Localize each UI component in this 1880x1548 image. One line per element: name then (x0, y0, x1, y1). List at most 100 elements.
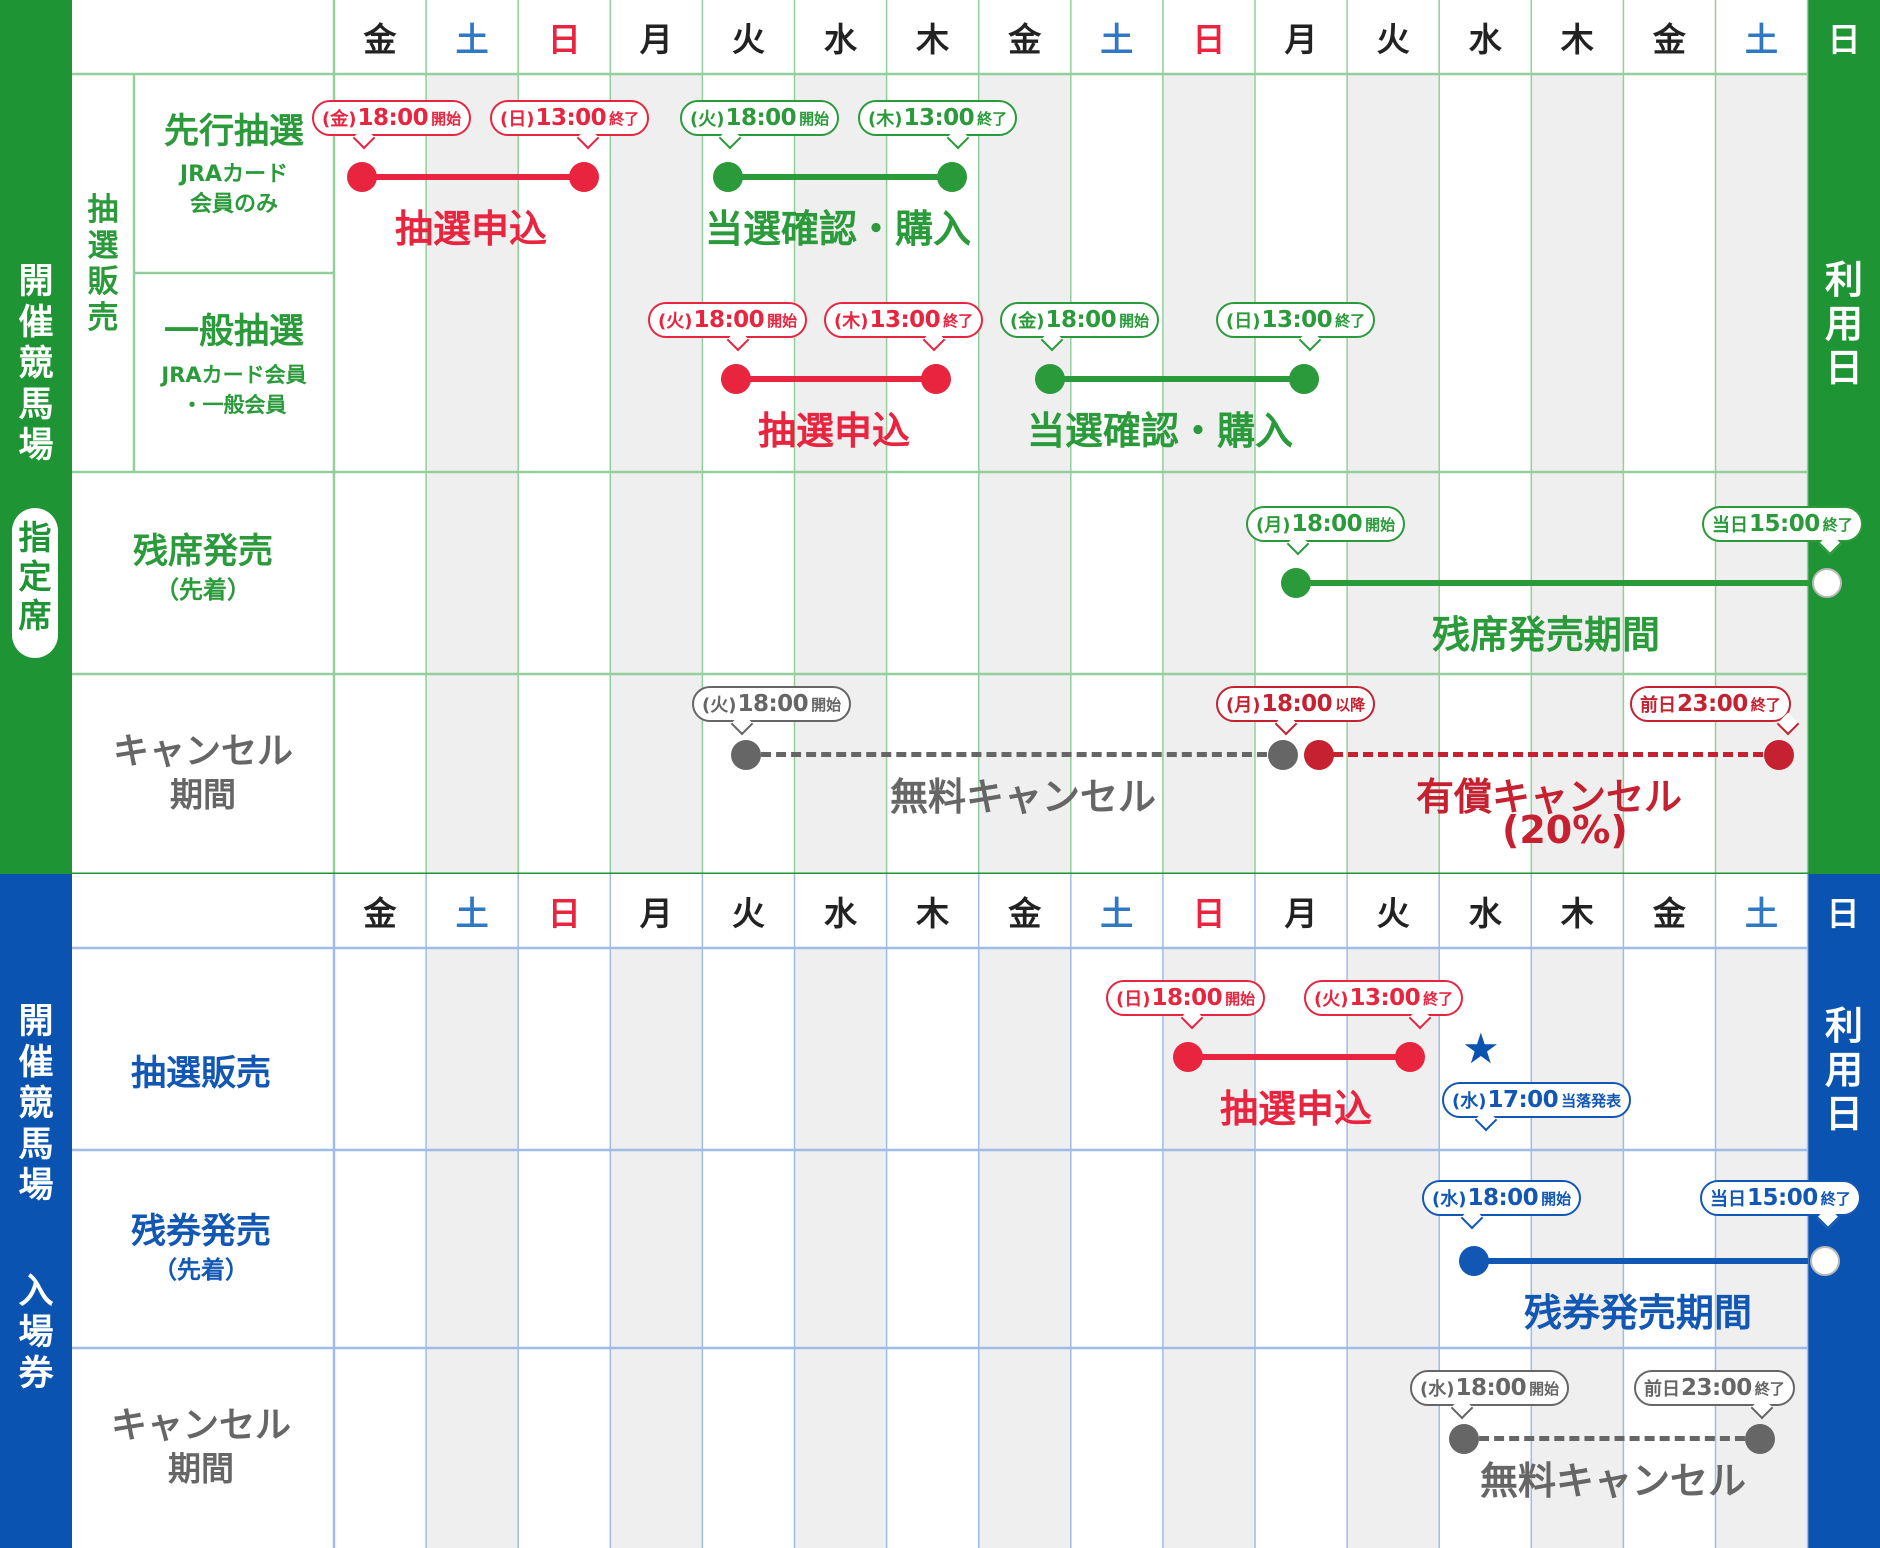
shaded-day-column (1162, 948, 1255, 1548)
general-apply-start-dot (721, 364, 751, 394)
side-char: 開 (18, 262, 54, 302)
badge-char: 定 (18, 557, 52, 596)
badge-char: 指 (18, 518, 52, 557)
advance-apply-bar (362, 174, 584, 180)
day-header-2: 日 (547, 894, 581, 933)
admission-lottery-bar (1188, 1054, 1410, 1060)
day-header-4: 火 (731, 20, 765, 59)
general-confirm-end-dot (1289, 364, 1319, 394)
reserved-cancel-title1: キャンセル (112, 731, 293, 772)
side-char: 馬 (18, 385, 54, 425)
day-header-1: 土 (455, 20, 489, 59)
reserved-use-day-label: 利用日 (1808, 258, 1880, 390)
admission-lottery-caption: 抽選申込 (1220, 1087, 1373, 1131)
admission-remaining-caption: 残券発売期間 (1524, 1291, 1753, 1335)
admission-cancel-start-dot (1449, 1424, 1479, 1454)
reserved-cancel-header: キャンセル 期間 (74, 730, 332, 816)
side-band (0, 874, 72, 1548)
day-header-11: 火 (1376, 20, 1410, 59)
day-header-13: 木 (1560, 20, 1594, 59)
day-header-9: 日 (1192, 894, 1226, 933)
shaded-day-column (1715, 74, 1808, 874)
badge-char: 席 (18, 596, 52, 635)
shaded-day-column (1531, 948, 1624, 1548)
side-char: 競 (18, 344, 54, 384)
use-day-band (1807, 0, 1880, 874)
shaded-day-column (794, 948, 887, 1548)
admission-cancel-end-dot (1745, 1424, 1775, 1454)
admission-use-day-header: 日 (1826, 894, 1860, 933)
admission-lottery-start-dot (1173, 1042, 1203, 1072)
use-day-char: 用 (1824, 1048, 1863, 1092)
lottery-sales-group-label: 抽選販売 (74, 192, 132, 336)
use-day-char: 利 (1824, 1004, 1863, 1048)
day-header-6: 木 (916, 20, 950, 59)
reserved-seat-section: 開催競馬場 指定席 金土日月火水木金土日月火水木金土 日 利用日 抽選販売 先行… (0, 0, 1880, 874)
advance-apply-caption: 抽選申込 (395, 207, 548, 251)
admission-ticket-label: 入場券 (0, 1272, 72, 1395)
general-apply-caption: 抽選申込 (758, 409, 911, 453)
reserved-paid-cancel-caption: 有償キャンセル (1416, 775, 1683, 819)
reserved-side-label: 開催競馬場 (0, 262, 72, 467)
advance-confirm-bar (728, 174, 952, 180)
side-char: 場 (18, 1166, 54, 1206)
use-day-char: 日 (1824, 346, 1863, 390)
advance-confirm-start-dot (713, 162, 743, 192)
use-day-char: 用 (1824, 302, 1863, 346)
shaded-day-column (794, 74, 887, 874)
ticket-char: 入 (18, 1272, 54, 1312)
remaining-seat-caption: 残席発売期間 (1432, 613, 1661, 657)
side-char: 催 (18, 303, 54, 343)
admission-remaining-end-dot (1810, 1246, 1840, 1276)
side-char: 開 (18, 1002, 54, 1042)
remaining-seat-sub: （先着） (155, 576, 251, 604)
general-confirm-start-dot (1035, 364, 1065, 394)
general-lottery-sub2: ・一般会員 (181, 393, 287, 417)
shaded-day-column (978, 948, 1071, 1548)
advance-confirm-caption: 当選確認・購入 (705, 207, 972, 251)
reserved-free-cancel-end-dot (1268, 740, 1298, 770)
admission-cancel-caption: 無料キャンセル (1480, 1459, 1747, 1503)
day-header-3: 月 (639, 20, 673, 59)
admission-lottery-title: 抽選販売 (130, 1054, 271, 1094)
day-header-1: 土 (455, 894, 489, 933)
lottery-group-char: 抽 (87, 192, 119, 228)
general-lottery-sub1: JRAカード会員 (161, 363, 307, 387)
day-header-4: 火 (731, 894, 765, 933)
general-lottery-header: 一般抽選 JRAカード会員 ・一般会員 (136, 310, 332, 420)
reserved-use-day-header: 日 (1827, 20, 1861, 59)
side-band (0, 0, 72, 874)
announcement-star-icon: ★ (1462, 1024, 1500, 1073)
lottery-group-char: 販 (87, 264, 119, 300)
advance-apply-start-dot (347, 162, 377, 192)
admission-use-day-label: 利用日 (1808, 1004, 1880, 1136)
day-header-12: 水 (1468, 894, 1502, 933)
reserved-cancel-title2: 期間 (170, 775, 236, 814)
reserved-free-cancel-caption: 無料キャンセル (890, 775, 1157, 819)
admission-remaining-sub: （先着） (153, 1256, 249, 1284)
side-char: 催 (18, 1043, 54, 1083)
use-day-char: 日 (1824, 1092, 1863, 1136)
ticket-char: 券 (18, 1354, 54, 1394)
advance-lottery-title: 先行抽選 (163, 112, 304, 152)
general-confirm-bar (1050, 376, 1304, 382)
day-header-0: 金 (363, 20, 397, 59)
shaded-day-column (610, 948, 703, 1548)
day-header-12: 水 (1468, 20, 1502, 59)
day-header-15: 土 (1745, 20, 1778, 59)
side-char: 馬 (18, 1125, 54, 1165)
ticket-char: 場 (18, 1313, 54, 1353)
general-lottery-title: 一般抽選 (163, 312, 304, 352)
advance-confirm-end-dot (937, 162, 967, 192)
shaded-day-column (426, 74, 519, 874)
advance-apply-end-dot (569, 162, 599, 192)
shaded-day-column (1162, 74, 1255, 874)
remaining-seat-bar (1296, 580, 1810, 586)
